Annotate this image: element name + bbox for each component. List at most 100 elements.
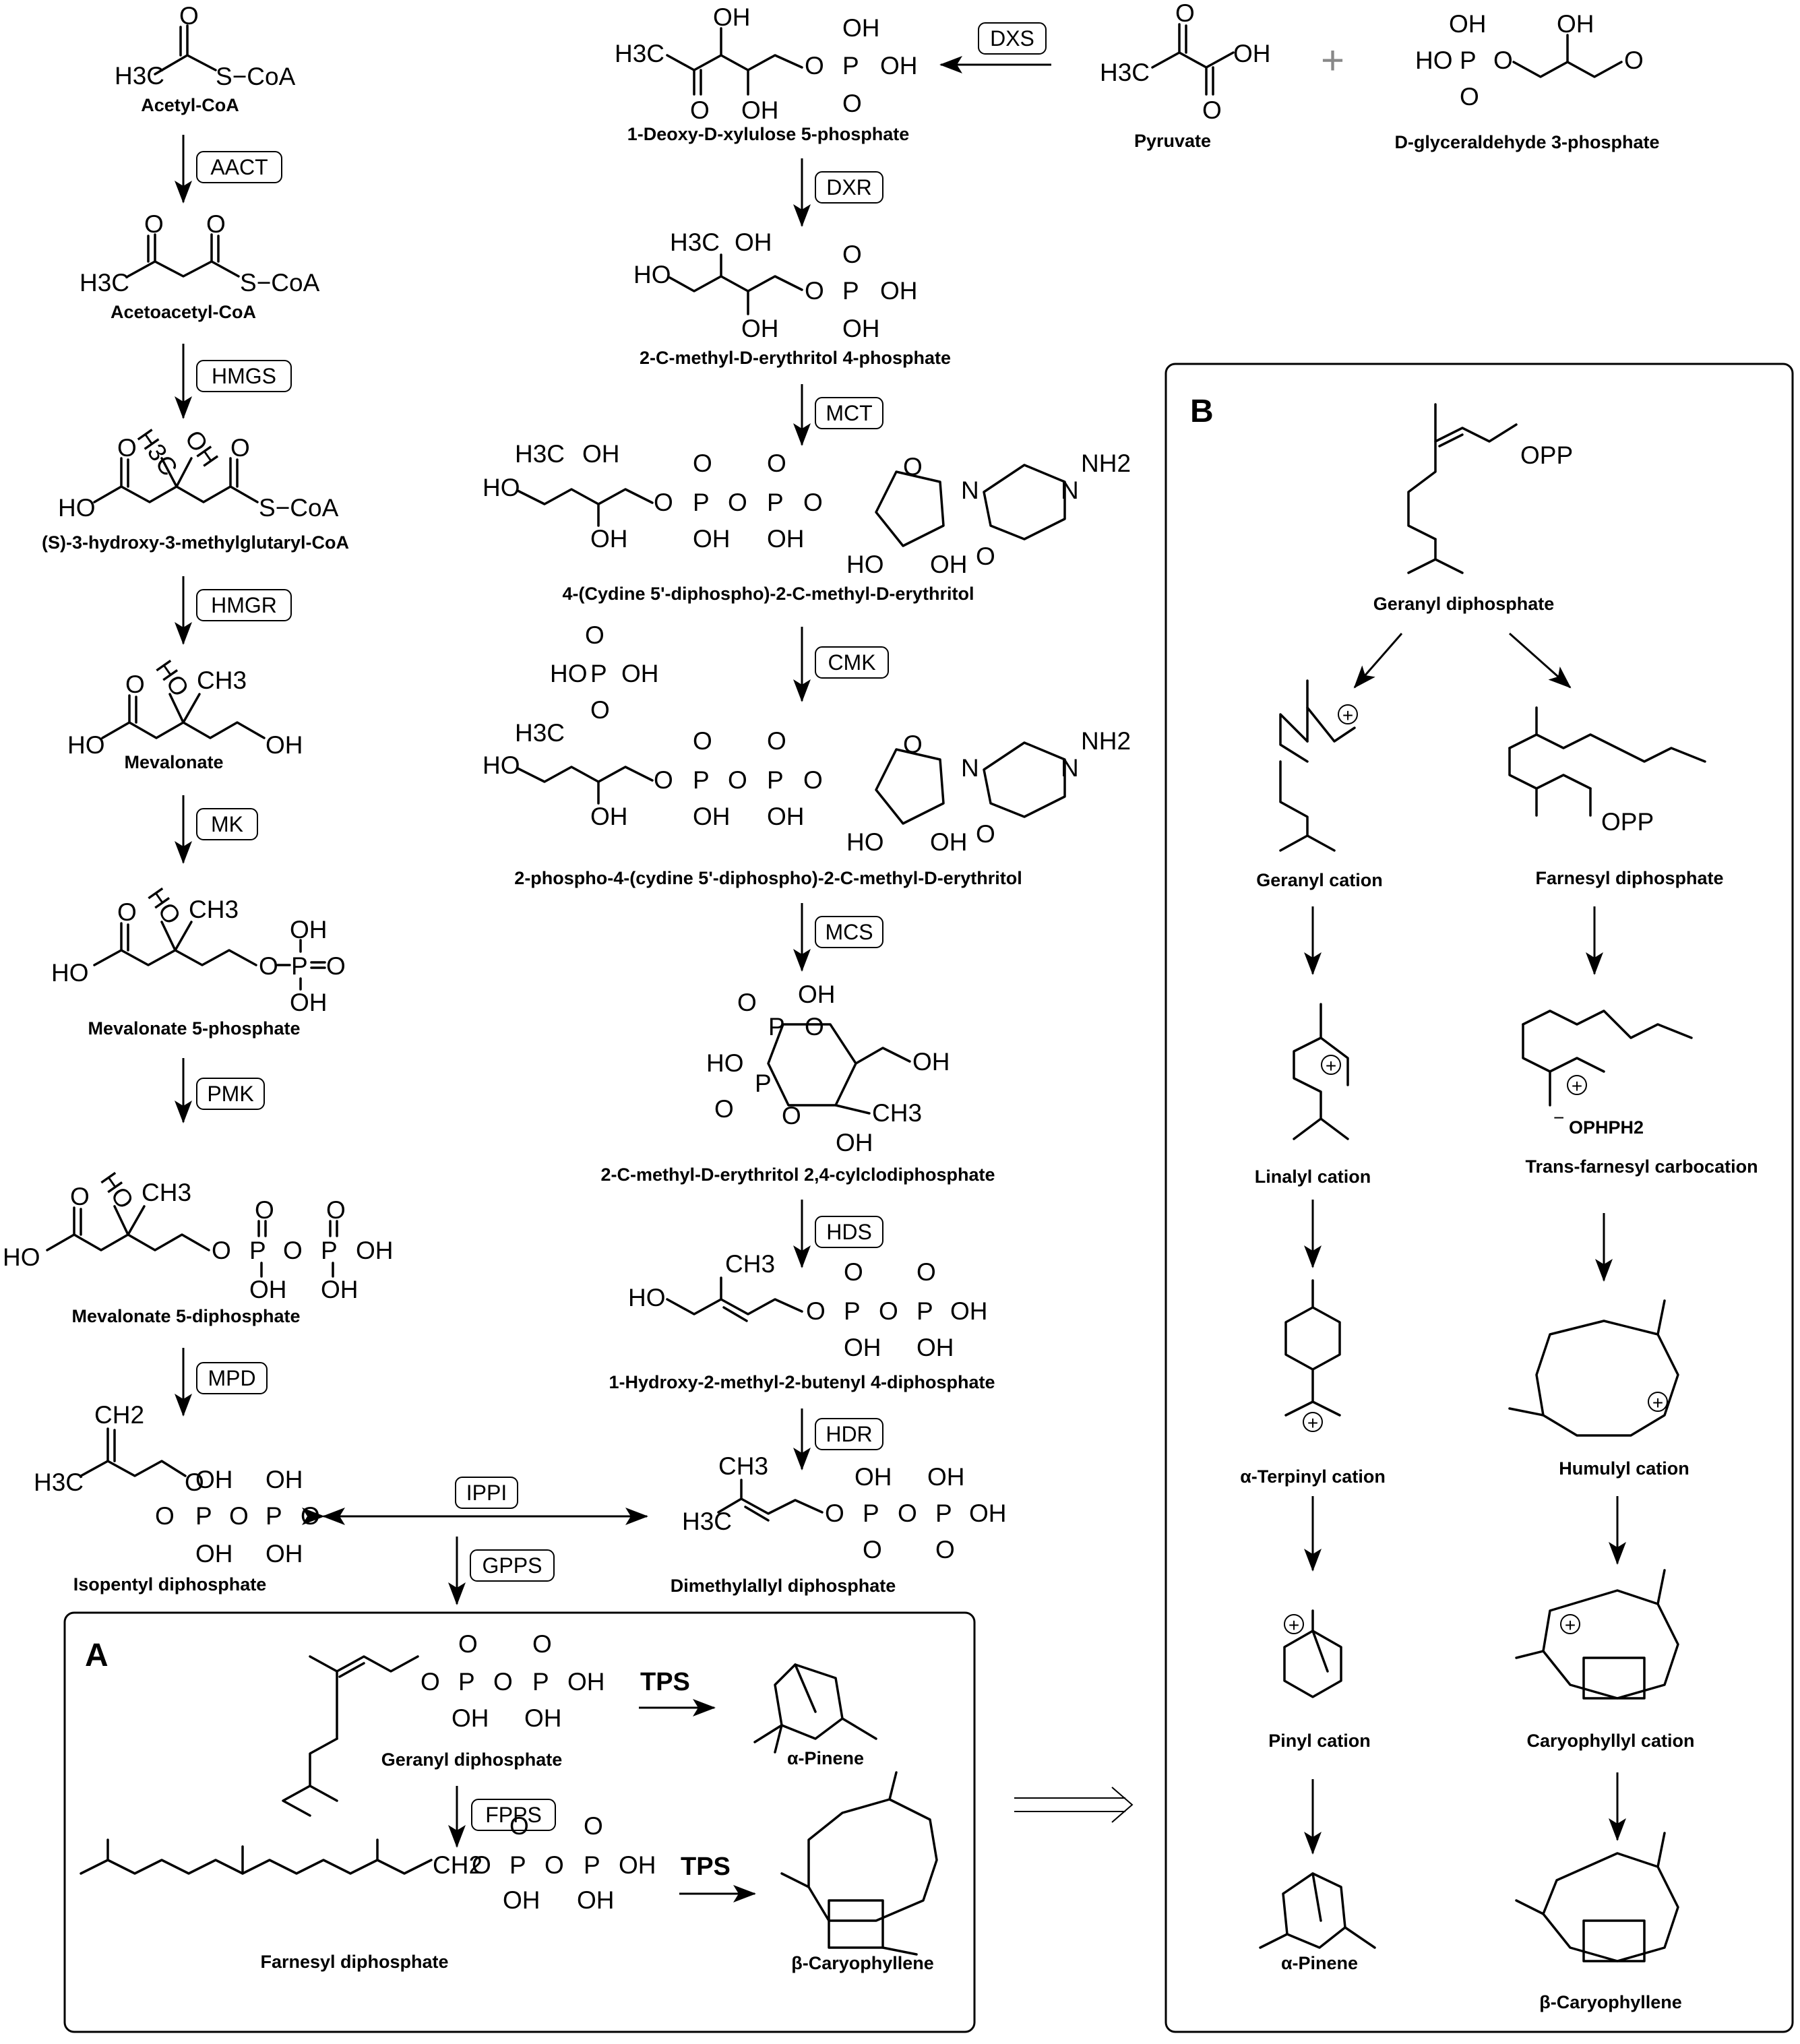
svg-text:O: O <box>803 489 823 516</box>
svg-text:HO: HO <box>550 660 588 687</box>
panel-a-gpp-structure: O P O OH O P O OH OH <box>282 1630 605 1817</box>
svg-text:HO: HO <box>3 1243 40 1271</box>
svg-text:O: O <box>728 766 747 794</box>
panel-b-label-geranyl-cation: Geranyl cation <box>1256 870 1383 890</box>
svg-text:OPP: OPP <box>1520 441 1573 469</box>
svg-text:O: O <box>806 1297 826 1325</box>
panel-a-label-apinene: α-Pinene <box>787 1748 864 1768</box>
panel-a-bcaryophyllene-structure <box>780 1771 938 1956</box>
svg-text:CH3: CH3 <box>872 1099 922 1127</box>
svg-text:HO: HO <box>58 494 96 522</box>
label-acetyl-coa: Acetyl-CoA <box>141 95 239 115</box>
svg-text:OH: OH <box>266 1466 303 1493</box>
svg-text:OH: OH <box>290 989 328 1016</box>
svg-text:O: O <box>206 210 226 238</box>
svg-text:H3C: H3C <box>131 424 183 481</box>
svg-text:HO: HO <box>483 474 520 501</box>
svg-text:O: O <box>458 1630 478 1658</box>
svg-text:P: P <box>767 489 784 516</box>
svg-text:OH: OH <box>577 1886 615 1914</box>
hmbpp-structure: CH3 HO O P O OH O P O OH OH <box>628 1250 988 1361</box>
svg-text:P: P <box>863 1499 879 1527</box>
svg-text:O: O <box>1202 96 1222 124</box>
svg-text:OH: OH <box>735 228 772 256</box>
svg-text:O: O <box>532 1630 552 1658</box>
svg-text:O: O <box>844 1258 863 1286</box>
svg-text:OH: OH <box>880 52 918 80</box>
mevalonate-structure: O HO CH3 HO OH <box>67 655 303 759</box>
svg-text:O: O <box>714 1095 734 1123</box>
svg-text:P: P <box>693 489 710 516</box>
dxp-structure: H3C O OH OH O P OH O OH <box>615 3 918 124</box>
svg-text:S−CoA: S−CoA <box>216 63 296 90</box>
svg-text:O: O <box>117 898 137 926</box>
svg-text:CH3: CH3 <box>197 667 247 694</box>
panel-b-pinyl-cation-structure: + <box>1283 1609 1342 1698</box>
svg-text:O: O <box>1175 0 1195 27</box>
panel-b-label-fpp: Farnesyl diphosphate <box>1535 868 1723 888</box>
svg-text:O: O <box>179 2 199 30</box>
label-mecpp: 2-C-methyl-D-erythritol 2,4-cylclodiphos… <box>600 1165 995 1185</box>
svg-text:O: O <box>259 952 278 980</box>
svg-text:OH: OH <box>621 660 659 687</box>
svg-text:N: N <box>1061 754 1079 782</box>
svg-text:OH: OH <box>741 315 779 342</box>
svg-text:P: P <box>767 766 784 794</box>
svg-text:OH: OH <box>195 1466 233 1493</box>
panel-a-label-fpp: Farnesyl diphosphate <box>260 1952 448 1972</box>
panel-b-label-bcaryophyllene: β-Caryophyllene <box>1539 1992 1682 2012</box>
svg-text:H3C: H3C <box>515 440 565 468</box>
svg-text:O: O <box>693 727 712 755</box>
svg-text:O: O <box>654 489 673 516</box>
panel-b-label-terpinyl-cation: α-Terpinyl cation <box>1240 1466 1386 1487</box>
svg-text:O: O <box>1460 83 1479 111</box>
panel-a-fpp-structure: CH2 O P O OH O P O OH OH <box>80 1812 656 1914</box>
svg-text:CH2: CH2 <box>433 1851 483 1879</box>
label-pyruvate: Pyruvate <box>1134 131 1211 151</box>
enzyme-dxs: DXS <box>990 26 1034 51</box>
svg-text:O: O <box>879 1297 898 1325</box>
svg-text:O: O <box>590 696 610 724</box>
panel-b-humulyl-cation-structure: + <box>1508 1299 1679 1437</box>
label-mev5p: Mevalonate 5-phosphate <box>88 1018 300 1039</box>
svg-text:HO: HO <box>633 261 671 288</box>
svg-text:HO: HO <box>483 751 520 779</box>
panel-b-label-apinene: α-Pinene <box>1281 1953 1358 1973</box>
plus-sign: + <box>1321 38 1344 83</box>
svg-text:O: O <box>155 1502 175 1530</box>
svg-text:O: O <box>326 1196 346 1224</box>
svg-text:O: O <box>1493 47 1513 74</box>
svg-text:P: P <box>693 766 710 794</box>
svg-text:OH: OH <box>290 916 328 943</box>
svg-text:O: O <box>472 1851 491 1879</box>
svg-text:O: O <box>493 1668 513 1696</box>
svg-text:P: P <box>768 1013 785 1041</box>
svg-text:O: O <box>125 671 145 698</box>
label-mevalonate: Mevalonate <box>124 752 223 772</box>
svg-text:N: N <box>1061 476 1079 504</box>
svg-text:HO: HO <box>142 883 186 929</box>
svg-text:P: P <box>1460 47 1477 74</box>
svg-text:OH: OH <box>798 981 836 1008</box>
svg-text:H3C: H3C <box>515 719 565 747</box>
svg-text:O: O <box>654 766 673 794</box>
panel-a-apinene-structure <box>753 1663 877 1754</box>
svg-text:HO: HO <box>706 1049 744 1077</box>
svg-text:CH3: CH3 <box>189 896 239 923</box>
svg-text:S−CoA: S−CoA <box>259 494 339 522</box>
svg-text:OH: OH <box>1557 10 1594 38</box>
panel-b-arrow-to-fpp <box>1509 632 1572 689</box>
svg-text:OH: OH <box>356 1237 394 1264</box>
svg-text:OH: OH <box>836 1129 873 1156</box>
svg-text:O: O <box>976 543 995 570</box>
mep-structure: H3C OH HO OH O P O OH OH <box>633 228 918 342</box>
enzyme-pmk: PMK <box>207 1082 253 1106</box>
svg-text:CH3: CH3 <box>142 1179 191 1206</box>
label-dxp: 1-Deoxy-D-xylulose 5-phosphate <box>627 124 910 144</box>
svg-text:OH: OH <box>1233 40 1271 67</box>
svg-text:OH: OH <box>590 803 628 830</box>
enzyme-hmgr: HMGR <box>211 593 277 617</box>
